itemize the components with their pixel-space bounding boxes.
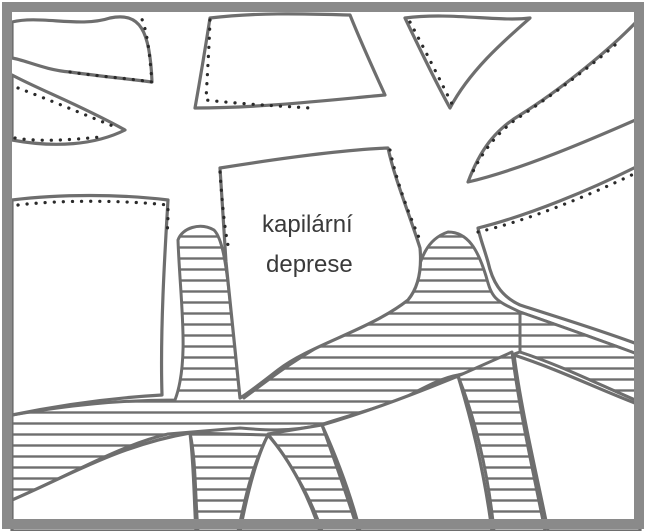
grain-top-middle bbox=[195, 14, 385, 108]
label-line-1: kapilární bbox=[262, 211, 353, 238]
grain-left-middle bbox=[12, 196, 168, 416]
label-line-2: deprese bbox=[266, 251, 353, 278]
